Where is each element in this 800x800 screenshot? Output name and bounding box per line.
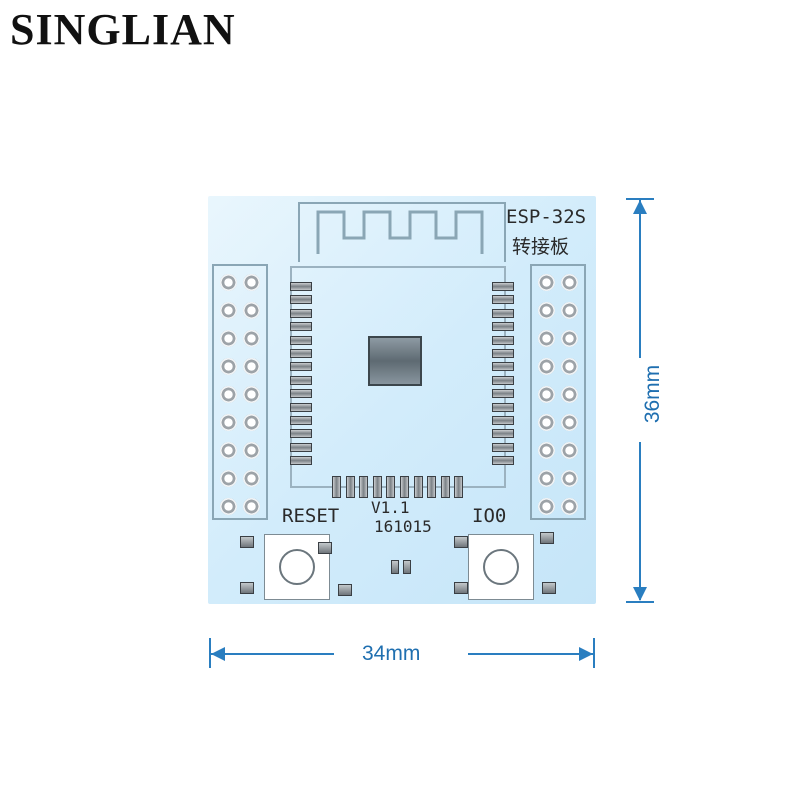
arrow-left-icon <box>211 647 225 661</box>
date-code-label: 161015 <box>374 517 432 536</box>
pcb-antenna-trace <box>316 210 484 254</box>
pin-hole <box>538 301 555 319</box>
pin-hole <box>243 385 260 403</box>
pin-hole <box>561 413 578 431</box>
pin-hole <box>538 385 555 403</box>
pin-hole <box>243 469 260 487</box>
left-pin-header <box>212 264 268 520</box>
pin-hole <box>220 357 237 375</box>
width-dimension-label: 34mm <box>362 642 421 665</box>
pin-hole <box>243 273 260 291</box>
pin-hole <box>538 469 555 487</box>
pin-hole <box>243 301 260 319</box>
antenna-area <box>298 202 506 262</box>
pin-hole <box>220 273 237 291</box>
height-dimension-cap-top <box>626 198 654 200</box>
pin-hole <box>561 273 578 291</box>
pin-hole <box>243 357 260 375</box>
reset-button-cap[interactable] <box>279 549 315 585</box>
brand-logo-text: SINGLIAN <box>10 5 236 54</box>
pin-hole <box>561 469 578 487</box>
pin-hole <box>243 441 260 459</box>
pin-hole <box>243 329 260 347</box>
arrow-right-icon <box>579 647 593 661</box>
smd-component <box>391 560 399 574</box>
io0-button[interactable] <box>468 534 534 600</box>
right-pin-header <box>530 264 586 520</box>
pin-hole <box>220 329 237 347</box>
arrow-down-icon <box>633 587 647 601</box>
pin-hole <box>561 497 578 515</box>
io0-button-cap[interactable] <box>483 549 519 585</box>
pin-hole <box>538 357 555 375</box>
pin-hole <box>538 441 555 459</box>
esp32-adapter-board: ESP-32S 转接板 RES <box>208 196 596 604</box>
pin-hole <box>220 413 237 431</box>
pin-hole <box>561 441 578 459</box>
pin-hole <box>220 385 237 403</box>
pin-hole <box>243 497 260 515</box>
pin-hole <box>561 385 578 403</box>
pin-hole <box>220 441 237 459</box>
right-module-pads <box>492 282 514 469</box>
pin-hole <box>538 413 555 431</box>
io0-label: IO0 <box>472 505 507 527</box>
pin-hole <box>220 301 237 319</box>
arrow-up-icon <box>633 200 647 214</box>
model-label: ESP-32S <box>506 206 587 228</box>
pin-hole <box>561 357 578 375</box>
adapter-label: 转接板 <box>512 236 570 258</box>
smd-component <box>403 560 411 574</box>
width-dimension-cap-right <box>593 638 595 668</box>
pin-hole <box>561 329 578 347</box>
left-module-pads <box>290 282 312 469</box>
height-dimension-label: 36mm <box>641 364 665 424</box>
bottom-module-pads <box>332 476 468 498</box>
pin-hole <box>538 497 555 515</box>
width-dimension-cap-left <box>209 638 211 668</box>
height-dimension-cap-bottom <box>626 601 654 603</box>
pin-hole <box>243 413 260 431</box>
pin-hole <box>220 497 237 515</box>
reset-button[interactable] <box>264 534 330 600</box>
pin-hole <box>538 329 555 347</box>
pin-hole <box>538 273 555 291</box>
pin-hole <box>220 469 237 487</box>
version-label: V1.1 <box>371 498 410 517</box>
center-ground-pad <box>368 336 422 386</box>
pin-hole <box>561 301 578 319</box>
reset-label: RESET <box>282 505 340 527</box>
